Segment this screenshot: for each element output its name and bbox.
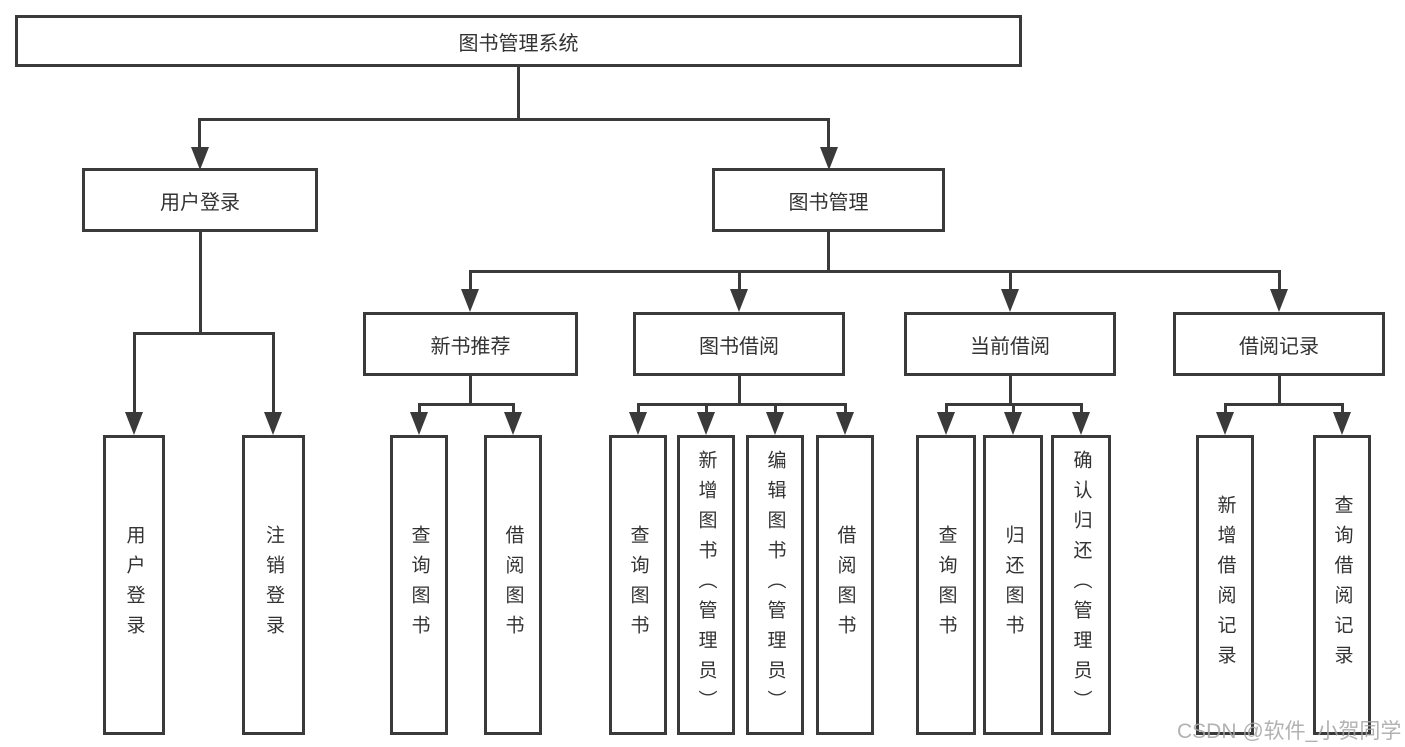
connector-line [199,232,202,332]
leaf-label: 查询图书 [627,525,649,645]
connector-line [827,118,830,149]
connector-line [827,232,830,270]
leaf-label: 新增借阅记录 [1214,495,1236,675]
connector-line [198,118,201,149]
leaf-borrow-books: 借阅图书 [816,435,874,735]
csdn-watermark: CSDN @软件_小贺同学 [1177,720,1402,743]
arrow-down-icon [504,412,522,435]
connector-line [844,403,847,414]
leaf-label: 查询图书 [408,525,430,645]
connector-line [1341,403,1344,414]
connector-line [1278,270,1281,291]
connector-line [272,332,275,414]
connector-line [774,403,777,414]
node-new-book-recommend: 新书推荐 [363,312,578,376]
connector-line [637,403,640,414]
leaf-label: 编辑图书（管理员） [764,450,786,720]
leaf-label: 新增图书（管理员） [695,450,717,720]
arrow-down-icon [1333,412,1351,435]
arrow-down-icon [1004,412,1022,435]
arrow-down-icon [410,412,428,435]
arrow-down-icon [191,147,209,170]
arrow-down-icon [836,412,854,435]
leaf-query-borrow-record: 查询借阅记录 [1313,435,1371,735]
connector-line [469,270,1280,273]
connector-line [469,376,472,406]
connector-line [1224,403,1227,414]
leaf-label: 用户登录 [123,525,145,645]
leaf-label: 查询图书 [935,525,957,645]
arrow-down-icon [1270,289,1288,312]
arrow-down-icon [461,289,479,312]
node-library-management-system: 图书管理系统 [15,15,1022,67]
leaf-return-books: 归还图书 [983,435,1043,735]
arrow-down-icon [1216,412,1234,435]
leaf-label: 查询借阅记录 [1331,495,1353,675]
leaf-label: 注销登录 [263,525,284,645]
leaf-query-books: 查询图书 [916,435,976,735]
arrow-down-icon [125,412,143,435]
connector-line [1224,403,1343,406]
arrow-down-icon [1001,289,1019,312]
connector-line [512,403,515,414]
leaf-label: 确认归还（管理员） [1070,450,1092,720]
connector-line [738,270,741,291]
leaf-add-borrow-record: 新增借阅记录 [1196,435,1254,735]
connector-line [1012,403,1015,414]
node-user-login: 用户登录 [82,168,318,232]
connector-line [517,67,520,118]
node-borrow-records: 借阅记录 [1173,312,1385,376]
connector-line [198,118,830,121]
leaf-borrow-books: 借阅图书 [484,435,542,735]
arrow-down-icon [1072,412,1090,435]
leaf-edit-book-admin: 编辑图书（管理员） [746,435,804,735]
node-book-borrowing: 图书借阅 [633,312,845,376]
connector-line [705,403,708,414]
arrow-down-icon [264,412,282,435]
connector-line [133,332,275,335]
node-current-borrowing: 当前借阅 [904,312,1116,376]
connector-line [1278,376,1281,406]
connector-line [945,403,948,414]
arrow-down-icon [629,412,647,435]
leaf-label: 借阅图书 [502,525,524,645]
connector-line [637,403,846,406]
arrow-down-icon [766,412,784,435]
connector-line [1009,376,1012,406]
connector-line [469,270,472,291]
leaf-label: 归还图书 [1002,525,1024,645]
arrow-down-icon [697,412,715,435]
leaf-query-books: 查询图书 [390,435,448,735]
connector-line [1080,403,1083,414]
arrow-down-icon [937,412,955,435]
leaf-confirm-return-admin: 确认归还（管理员） [1051,435,1111,735]
connector-line [418,403,515,406]
connector-line [1009,270,1012,291]
node-book-management: 图书管理 [712,168,945,232]
leaf-logout: 注销登录 [242,435,305,735]
arrow-down-icon [820,147,838,170]
leaf-label: 借阅图书 [834,525,856,645]
leaf-query-books: 查询图书 [609,435,667,735]
connector-line [133,332,136,414]
connector-line [418,403,421,414]
leaf-user-login: 用户登录 [103,435,165,735]
arrow-down-icon [730,289,748,312]
connector-line [738,376,741,406]
leaf-add-book-admin: 新增图书（管理员） [677,435,735,735]
